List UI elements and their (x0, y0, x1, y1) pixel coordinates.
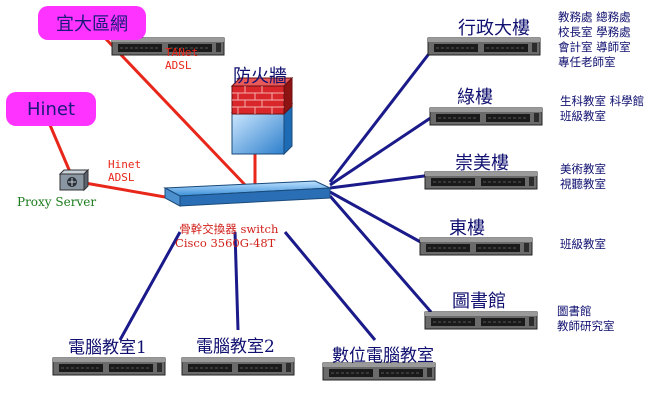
proxy-switch-link (84, 181, 166, 199)
firewall-icon (230, 76, 294, 156)
hinet-proxy-link (48, 124, 72, 173)
building-green-name: 綠樓 (457, 87, 493, 108)
building-library-rooms: 圖書館 教師研究室 (557, 304, 615, 333)
hub-library (424, 311, 538, 330)
lab3-name: 數位電腦教室 (332, 346, 434, 366)
link-east (329, 190, 427, 247)
hinet-adsl-label: Hinet ADSL (108, 158, 142, 184)
link-admin (328, 41, 440, 183)
proxy-server-label: Proxy Server (17, 195, 97, 209)
wan-links (48, 36, 257, 199)
core-switch-line1: 骨幹交換器 switch (179, 222, 279, 236)
link-chongmei (329, 173, 433, 190)
link-lab1 (118, 231, 182, 341)
building-east-rooms: 班級教室 (560, 237, 606, 251)
hub-green (429, 107, 543, 126)
link-lab2 (233, 231, 240, 331)
tanet-link (103, 36, 250, 190)
building-admin-name: 行政大樓 (458, 18, 530, 39)
hub-lab2 (181, 357, 295, 376)
core-switch-line2: Cisco 3560G-48T (175, 236, 276, 250)
firewall-label: 防火牆 (233, 66, 287, 87)
building-library-name: 圖書館 (452, 291, 506, 312)
building-admin-rooms: 教務處 總務處 校長室 學務處 會計室 導師室 專任老師室 (558, 10, 631, 69)
link-lab3 (283, 231, 377, 341)
hub-lab1 (52, 357, 166, 376)
hub-east (419, 237, 533, 256)
cloud-yilan: 宜大區網 (38, 6, 146, 40)
link-library (328, 195, 433, 313)
cloud-hinet: Hinet (6, 92, 96, 126)
proxy-server-icon (58, 168, 90, 192)
core-switch-label: 骨幹交換器 switch Cisco 3560G-48T (172, 208, 278, 250)
lan-links (118, 41, 440, 341)
building-chongmei-rooms: 美術教室 視聽教室 (560, 162, 606, 191)
building-east-name: 東樓 (449, 218, 485, 239)
tanet-adsl-label: TANet ADSL (165, 46, 199, 72)
building-chongmei-name: 崇美樓 (455, 153, 509, 174)
core-switch (163, 180, 331, 207)
link-green (329, 113, 436, 187)
lab1-name: 電腦教室1 (68, 338, 147, 358)
lab2-name: 電腦教室2 (196, 337, 275, 357)
building-green-rooms: 生科教室 科學館 班級教室 (560, 94, 645, 123)
